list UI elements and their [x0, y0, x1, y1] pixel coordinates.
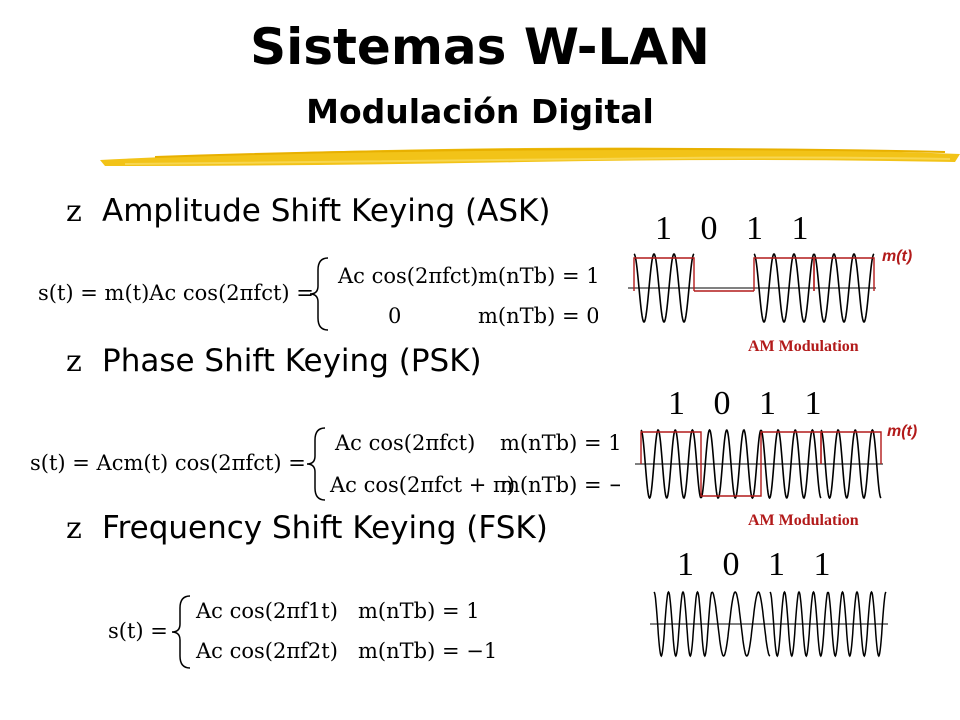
psk-caption: AM Modulation — [748, 512, 859, 529]
psk-message-pulse — [640, 431, 702, 464]
fsk-case1-cond: m(nTb) = 1 — [358, 599, 480, 623]
fsk-carrier-segment — [711, 591, 771, 657]
bullet-text: Frequency Shift Keying (FSK) — [102, 510, 548, 546]
bullet-icon: z — [66, 511, 82, 546]
slide-title: Sistemas W-LAN — [250, 18, 710, 76]
fsk-carrier-segment — [769, 590, 829, 658]
psk-message-pulse — [700, 464, 762, 497]
psk-bit-sequence: 1 0 1 1 — [668, 385, 822, 422]
bullet-text: Phase Shift Keying (PSK) — [102, 343, 482, 379]
bullet-fsk: z Frequency Shift Keying (FSK) — [66, 510, 548, 546]
ask-signal-label: m(t) — [882, 248, 913, 265]
psk-signal-label: m(t) — [887, 423, 918, 440]
psk-message-pulse — [820, 431, 882, 464]
fsk-waveform — [650, 590, 888, 658]
ask-case2-expr: 0 — [388, 304, 401, 328]
bullet-ask: z Amplitude Shift Keying (ASK) — [66, 193, 550, 229]
fsk-carrier-segment — [653, 590, 713, 658]
fsk-equation: s(t) = Ac cos(2πf1t) m(nTb) = 1 Ac cos(2… — [108, 595, 497, 669]
ask-message-pulse — [633, 257, 695, 291]
psk-equation-lhs: s(t) = Acm(t) cos(2πfct) = — [30, 451, 306, 475]
ask-bit-sequence: 1 0 1 1 — [655, 210, 809, 247]
ask-equation: s(t) = m(t)Ac cos(2πfct) = Ac cos(2πfct)… — [38, 257, 598, 331]
ask-case1-expr: Ac cos(2πfct) — [337, 264, 478, 288]
bullet-text: Amplitude Shift Keying (ASK) — [102, 193, 551, 229]
psk-equation: s(t) = Acm(t) cos(2πfct) = Ac cos(2πfct)… — [30, 427, 620, 501]
fsk-case2-cond: m(nTb) = −1 — [358, 639, 497, 663]
ask-equation-lhs: s(t) = m(t)Ac cos(2πfct) = — [38, 281, 314, 305]
fsk-carrier-segment — [827, 590, 887, 658]
fsk-case2-expr: Ac cos(2πf2t) — [195, 639, 338, 663]
fsk-case1-expr: Ac cos(2πf1t) — [195, 599, 338, 623]
psk-carrier-segment — [760, 428, 822, 500]
ask-message-pulse — [753, 257, 815, 291]
ask-carrier-segment — [633, 252, 695, 324]
fsk-equation-lhs: s(t) = — [108, 619, 168, 643]
ask-carrier-segment — [813, 252, 875, 324]
psk-case1-expr: Ac cos(2πfct) — [334, 431, 475, 455]
ask-message-pulse — [813, 257, 875, 291]
bullet-icon: z — [66, 194, 82, 229]
psk-case2-cond: m(nTb) = −1 — [500, 473, 620, 497]
brush-stroke-divider — [100, 147, 960, 166]
psk-case2-expr: Ac cos(2πfct + π) — [329, 473, 515, 497]
slide-subtitle: Modulación Digital — [306, 92, 654, 131]
ask-case1-cond: m(nTb) = 1 — [478, 264, 598, 288]
psk-carrier-segment — [700, 428, 762, 500]
ask-caption: AM Modulation — [748, 338, 859, 355]
psk-case1-cond: m(nTb) = 1 — [500, 431, 620, 455]
bullet-icon: z — [66, 344, 82, 379]
bullet-psk: z Phase Shift Keying (PSK) — [66, 343, 482, 379]
fsk-bit-sequence: 1 0 1 1 — [677, 546, 831, 583]
ask-case2-cond: m(nTb) = 0 — [478, 304, 598, 328]
ask-carrier-segment — [753, 252, 815, 324]
psk-carrier-segment — [640, 428, 702, 500]
ask-waveform — [628, 252, 876, 324]
psk-waveform — [635, 428, 883, 500]
psk-carrier-segment — [820, 428, 882, 500]
